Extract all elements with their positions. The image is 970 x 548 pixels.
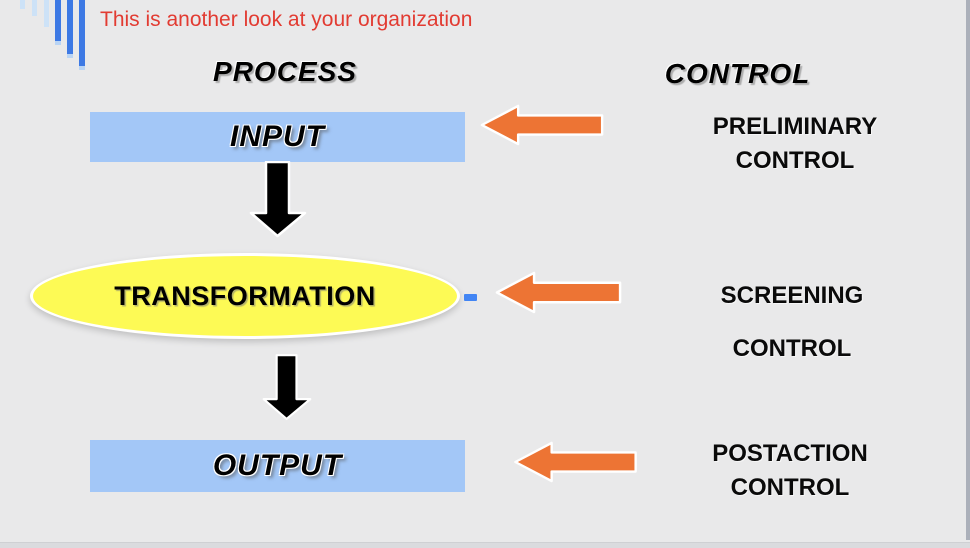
window-edge-right: [966, 0, 970, 540]
left-arrow-icon: [495, 271, 622, 314]
down-arrow-icon: [262, 354, 312, 421]
window-edge-bottom: [0, 542, 970, 548]
bar-icon: [67, 0, 73, 58]
input-label: INPUT: [230, 120, 325, 153]
control-heading: CONTROL: [664, 58, 811, 89]
postaction-control-label: POSTACTION CONTROL: [640, 437, 940, 505]
slide-title: This is another look at your organizatio…: [100, 8, 473, 31]
transformation-ellipse: TRANSFORMATION: [30, 253, 460, 339]
down-arrow-icon: [249, 161, 307, 238]
bar-icon: [79, 0, 85, 70]
bar-icon: [55, 0, 61, 45]
bar-icon: [20, 0, 25, 9]
transformation-label: TRANSFORMATION: [114, 280, 376, 311]
label-line: POSTACTION: [712, 440, 868, 467]
left-arrow-icon: [480, 104, 604, 146]
label-line: CONTROL: [735, 147, 855, 174]
process-heading: PROCESS: [213, 56, 357, 87]
label-line: SCREENING: [720, 282, 864, 309]
screening-control-label: SCREENING CONTROL: [642, 282, 942, 363]
output-box: OUTPUT: [90, 440, 465, 492]
label-line: PRELIMINARY: [712, 113, 878, 140]
label-line: CONTROL: [730, 474, 850, 501]
bar-icon: [32, 0, 37, 16]
output-label: OUTPUT: [212, 449, 343, 482]
left-arrow-icon: [514, 441, 637, 483]
label-line: CONTROL: [732, 335, 852, 362]
input-box: INPUT: [90, 112, 465, 162]
preliminary-control-label: PRELIMINARY CONTROL: [645, 110, 945, 178]
blue-dash: [464, 294, 477, 301]
bar-icon: [44, 0, 49, 27]
